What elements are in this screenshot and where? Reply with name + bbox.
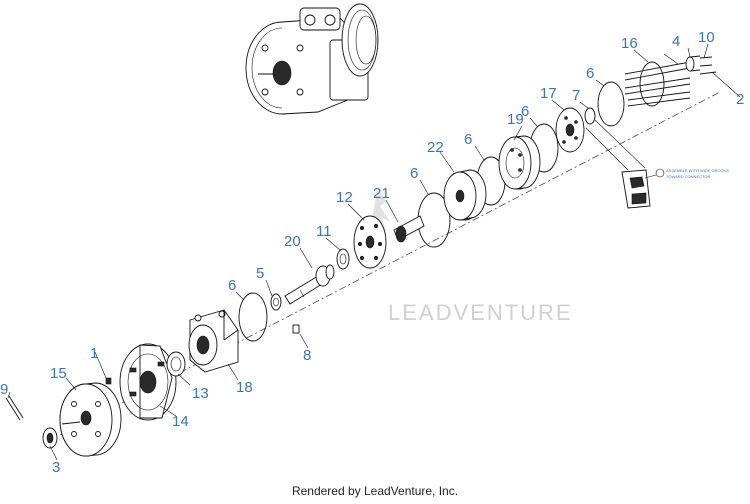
callout-6d: 6 — [521, 103, 529, 120]
assembled-motor-illustration — [245, 3, 379, 115]
callout-4: 4 — [672, 33, 680, 50]
leadventure-watermark: LEADVENTURE — [372, 188, 573, 325]
callout-6e: 6 — [586, 65, 594, 82]
part-bolts — [699, 56, 717, 75]
part-o-ring-5 — [597, 81, 625, 127]
part-drive-link — [393, 215, 425, 243]
part-rear-cover — [624, 61, 691, 107]
part-cap — [685, 55, 701, 72]
callout-7: 7 — [572, 87, 580, 104]
callout-10: 10 — [698, 29, 715, 46]
part-valve-plate — [498, 135, 541, 190]
callout-19: 19 — [507, 111, 524, 128]
part-flange-housing — [188, 309, 239, 373]
part-gerotor-set — [443, 169, 487, 221]
callout-8: 8 — [303, 347, 311, 364]
part-spacer-plate — [353, 215, 387, 269]
leader-lines — [7, 43, 741, 461]
part-balance-plate — [555, 107, 585, 153]
callout-3: 3 — [52, 459, 60, 476]
part-pin — [5, 395, 24, 421]
part-small-ring — [270, 293, 282, 311]
callout-1: 1 — [90, 345, 98, 362]
part-end-cover — [59, 382, 122, 457]
callout-15: 15 — [50, 365, 67, 382]
callout-5: 5 — [256, 265, 264, 282]
callout-21: 21 — [373, 185, 390, 202]
credit-footer: Rendered by LeadVenture, Inc. — [291, 484, 459, 498]
part-o-ring-1 — [238, 292, 268, 342]
groove-note-line2: TOWARD CONNECTOR — [666, 174, 710, 179]
callout-20: 20 — [284, 233, 301, 250]
groove-note-line1: ASSEMBLE WITH WIDE GROOVE — [666, 168, 729, 173]
callout-labels: 1 2 3 4 5 6 6 6 6 6 6 7 8 9 10 11 12 13 … — [0, 29, 744, 476]
part-spline-nut — [42, 427, 58, 449]
callout-2: 2 — [736, 91, 744, 108]
callout-12: 12 — [336, 189, 353, 206]
watermark-text: LEADVENTURE — [388, 300, 573, 325]
callout-16: 16 — [621, 35, 638, 52]
part-small-o-ring — [584, 107, 596, 125]
groove-detail-callout: ASSEMBLE WITH WIDE GROOVE TOWARD CONNECT… — [585, 119, 729, 209]
part-seal-ring — [166, 351, 186, 377]
callout-22: 22 — [427, 139, 444, 156]
callout-9: 9 — [0, 381, 8, 398]
callout-14: 14 — [172, 413, 189, 430]
callout-17: 17 — [540, 85, 557, 102]
callout-6a: 6 — [228, 277, 236, 294]
callout-6c: 6 — [464, 131, 472, 148]
part-screw — [105, 377, 112, 385]
callout-11: 11 — [316, 223, 332, 240]
part-thrust-washer — [336, 248, 350, 270]
callout-6b: 6 — [410, 165, 418, 182]
callout-18: 18 — [236, 379, 253, 396]
part-key — [292, 324, 300, 334]
part-bearing-housing — [119, 343, 177, 421]
callout-13: 13 — [192, 385, 209, 402]
part-output-shaft — [284, 264, 335, 305]
